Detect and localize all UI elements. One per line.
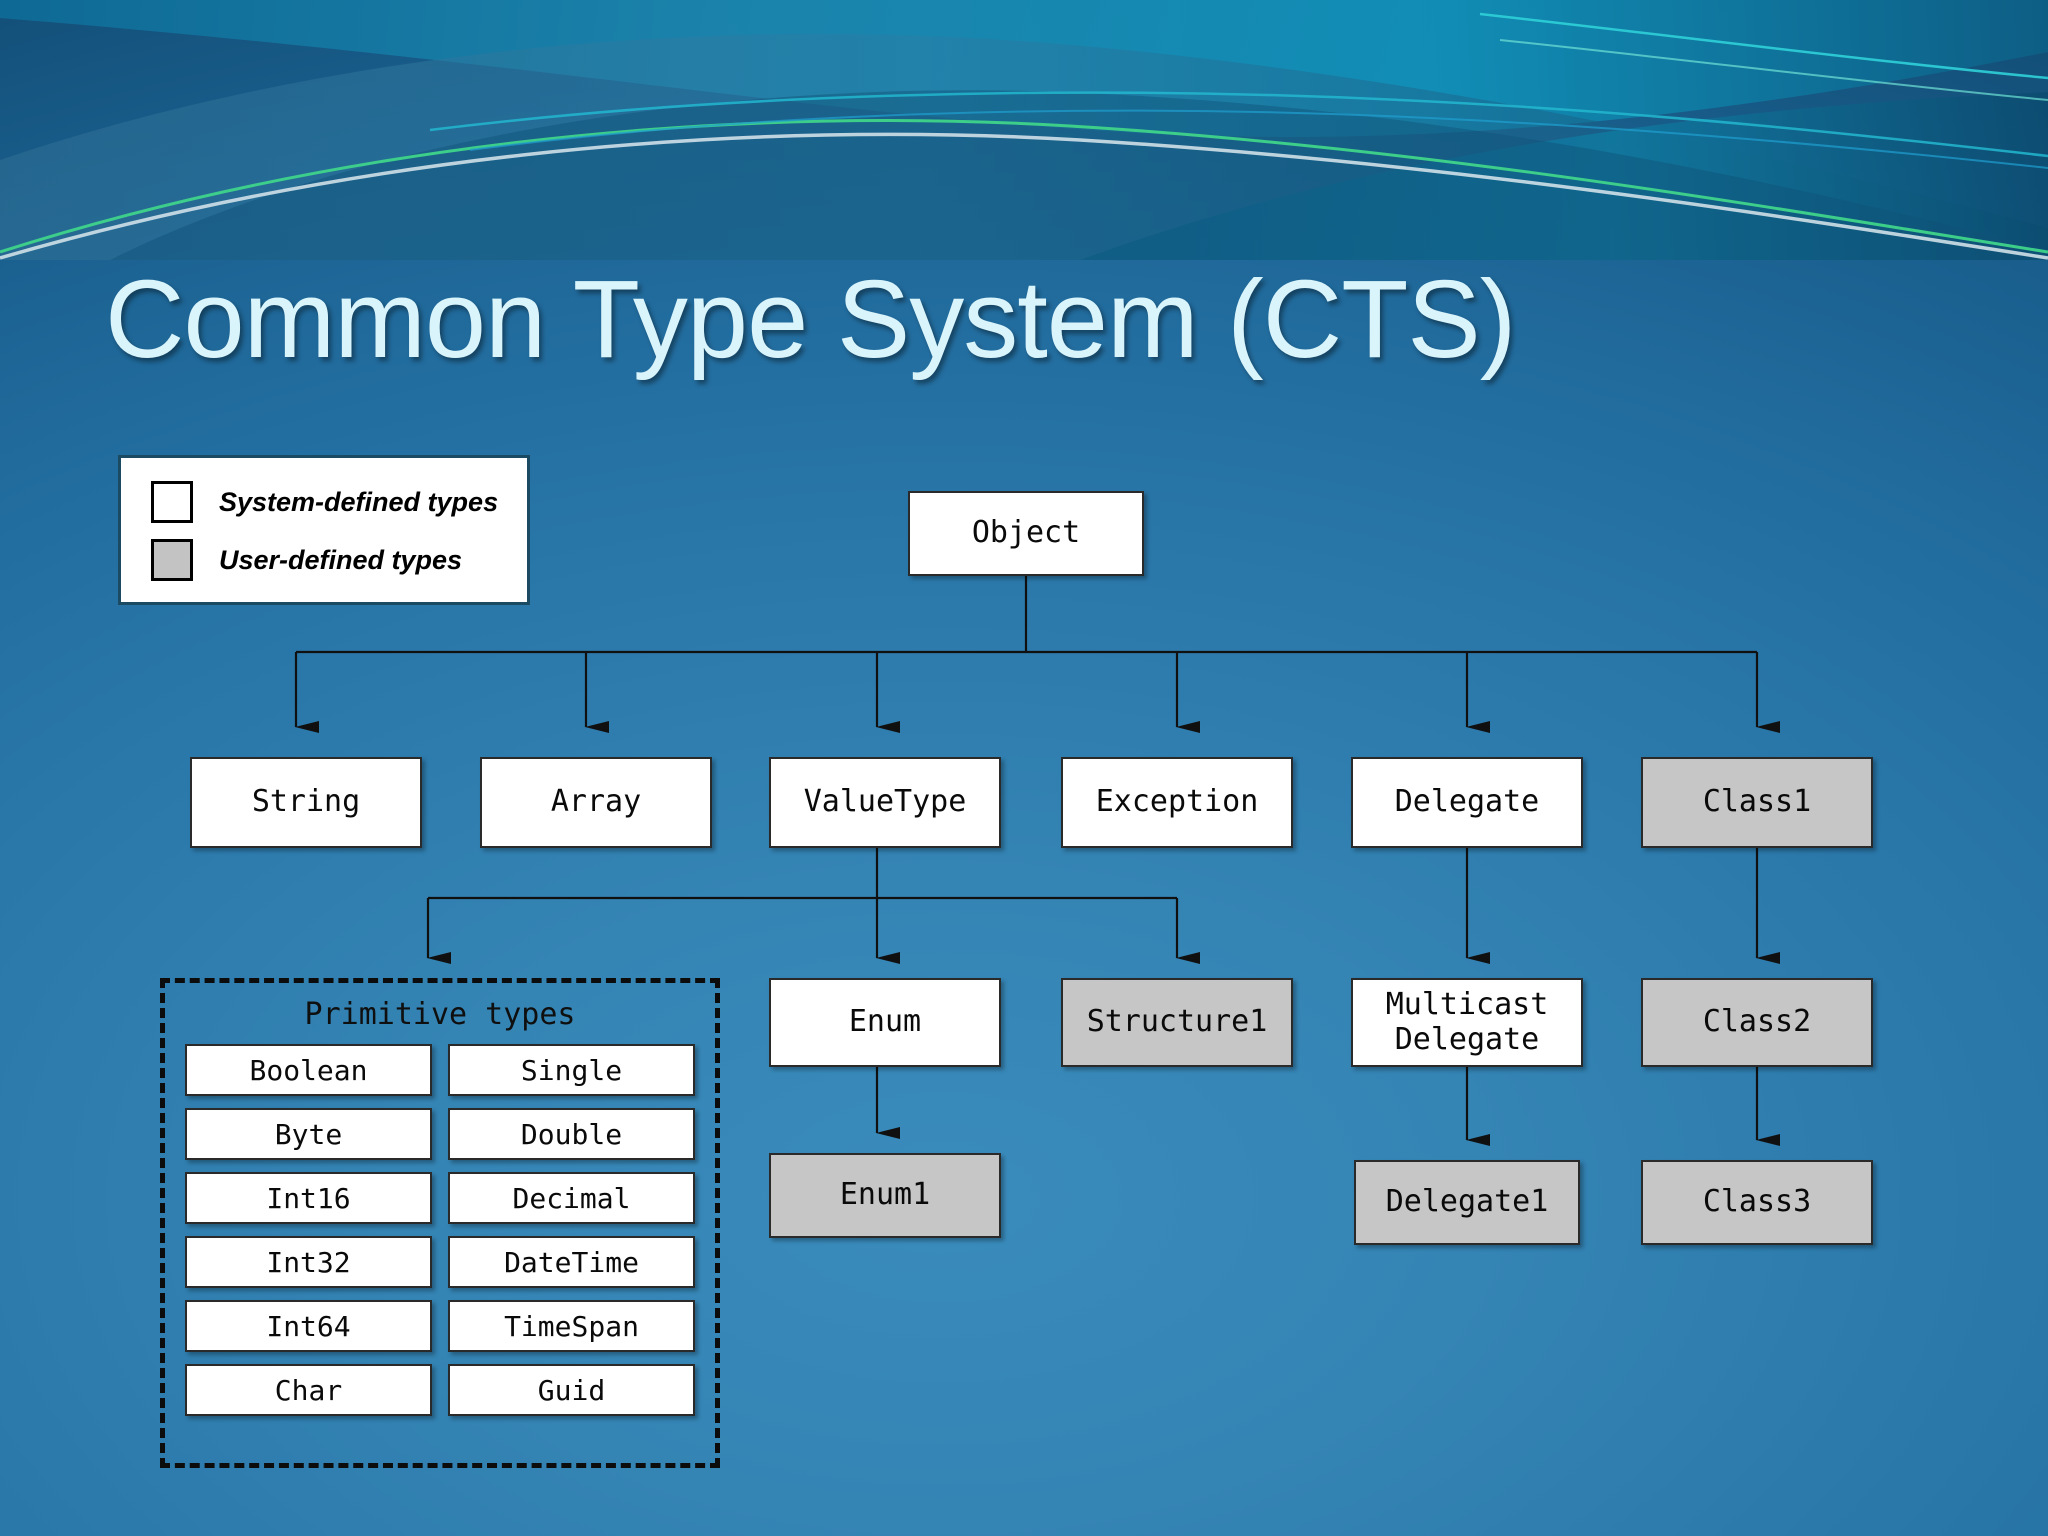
node-delegate[interactable]: Delegate	[1351, 757, 1583, 848]
node-valuetype[interactable]: ValueType	[769, 757, 1001, 848]
node-array[interactable]: Array	[480, 757, 712, 848]
primitive-types-grid: Boolean Single Byte Double Int16 Decimal…	[185, 1044, 695, 1416]
primitive-byte[interactable]: Byte	[185, 1108, 432, 1160]
primitive-types-group: Primitive types Boolean Single Byte Doub…	[160, 978, 720, 1468]
node-class2[interactable]: Class2	[1641, 978, 1873, 1067]
node-class1[interactable]: Class1	[1641, 757, 1873, 848]
node-enum[interactable]: Enum	[769, 978, 1001, 1067]
primitive-double[interactable]: Double	[448, 1108, 695, 1160]
primitive-boolean[interactable]: Boolean	[185, 1044, 432, 1096]
node-structure1[interactable]: Structure1	[1061, 978, 1293, 1067]
primitive-guid[interactable]: Guid	[448, 1364, 695, 1416]
legend-label-user: User-defined types	[219, 544, 463, 575]
legend-swatch-user-icon	[151, 539, 193, 581]
primitive-int16[interactable]: Int16	[185, 1172, 432, 1224]
node-string[interactable]: String	[190, 757, 422, 848]
node-enum1[interactable]: Enum1	[769, 1153, 1001, 1238]
legend-item-system: System-defined types	[151, 476, 527, 528]
primitive-single[interactable]: Single	[448, 1044, 695, 1096]
legend-item-user: User-defined types	[151, 534, 527, 586]
node-class3[interactable]: Class3	[1641, 1160, 1873, 1245]
primitive-int32[interactable]: Int32	[185, 1236, 432, 1288]
primitive-int64[interactable]: Int64	[185, 1300, 432, 1352]
legend-label-system: System-defined types	[219, 486, 499, 517]
primitive-datetime[interactable]: DateTime	[448, 1236, 695, 1288]
node-multicast-delegate[interactable]: Multicast Delegate	[1351, 978, 1583, 1067]
legend-box: System-defined types User-defined types	[118, 455, 530, 605]
node-delegate1[interactable]: Delegate1	[1354, 1160, 1580, 1245]
node-exception[interactable]: Exception	[1061, 757, 1293, 848]
primitive-timespan[interactable]: TimeSpan	[448, 1300, 695, 1352]
node-object[interactable]: Object	[908, 491, 1144, 576]
primitive-char[interactable]: Char	[185, 1364, 432, 1416]
primitive-decimal[interactable]: Decimal	[448, 1172, 695, 1224]
legend-swatch-system-icon	[151, 481, 193, 523]
slide-title: Common Type System (CTS)	[105, 258, 1516, 381]
waveform-decoration	[0, 0, 2048, 260]
primitive-types-title: Primitive types	[304, 997, 576, 1032]
